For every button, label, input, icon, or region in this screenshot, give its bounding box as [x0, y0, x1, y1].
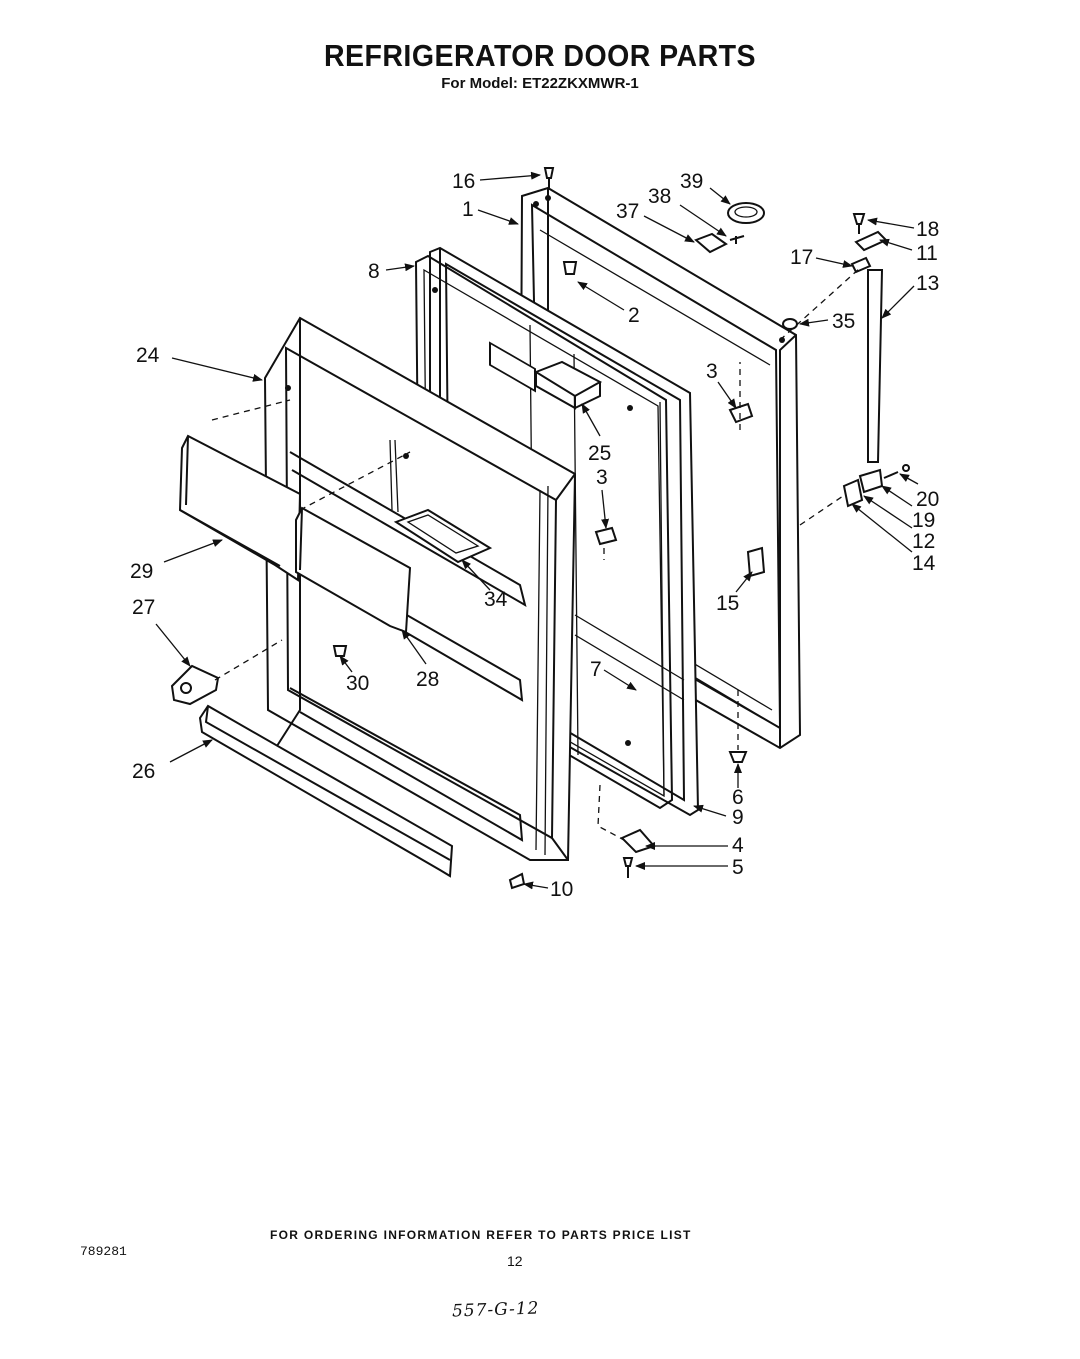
callout-27: 27: [132, 596, 155, 619]
callout-3-lower: 3: [596, 466, 608, 489]
callout-1: 1: [462, 198, 474, 221]
callout-6: 6: [732, 786, 744, 809]
callout-35: 35: [832, 310, 855, 333]
callout-8: 8: [368, 260, 380, 283]
callout-15: 15: [716, 592, 739, 615]
callout-26: 26: [132, 760, 155, 783]
callout-13: 13: [916, 272, 939, 295]
callout-11: 11: [916, 242, 938, 265]
callout-38: 38: [648, 185, 671, 208]
inner-door-liner: [263, 316, 631, 861]
callout-17: 17: [790, 246, 813, 269]
callout-34: 34: [484, 588, 508, 611]
callout-29: 29: [130, 560, 153, 583]
callout-19: 19: [912, 509, 935, 532]
small-hardware: [332, 167, 910, 890]
callout-20: 20: [916, 488, 939, 511]
handwritten-note: 557-G-12: [451, 1298, 540, 1322]
callout-18: 18: [916, 218, 939, 241]
callout-16: 16: [452, 170, 475, 193]
assembly-guide-lines: [211, 267, 861, 841]
callout-leaders: [155, 171, 919, 890]
callout-numbers: 16 1 39 38 37 18 11 17 13 8 2 35 24 3 25…: [130, 170, 939, 901]
callout-37: 37: [616, 200, 639, 223]
ordering-info-note: FOR ORDERING INFORMATION REFER TO PARTS …: [270, 1228, 692, 1242]
callout-7: 7: [590, 658, 602, 681]
callout-3-upper: 3: [706, 360, 718, 383]
callout-10: 10: [550, 878, 573, 901]
callout-2: 2: [628, 304, 640, 327]
hinge-bracket-27: [170, 664, 220, 706]
door-bin-29: [178, 434, 302, 582]
page-number: 12: [507, 1253, 523, 1269]
callout-24: 24: [136, 344, 160, 367]
callout-4: 4: [732, 834, 744, 857]
callout-5: 5: [732, 856, 744, 879]
door-handle-26: [198, 704, 454, 878]
model-subtitle: For Model: ET22ZKXMWR-1: [441, 75, 639, 92]
callout-25: 25: [588, 442, 611, 465]
callout-28: 28: [416, 668, 439, 691]
document-number: 789281: [80, 1244, 127, 1259]
callout-39: 39: [680, 170, 703, 193]
callout-12: 12: [912, 530, 935, 553]
callout-14: 14: [912, 552, 936, 575]
callout-9: 9: [732, 806, 744, 829]
callout-30: 30: [346, 672, 369, 695]
page-title: REFRIGERATOR DOOR PARTS: [323, 38, 757, 73]
